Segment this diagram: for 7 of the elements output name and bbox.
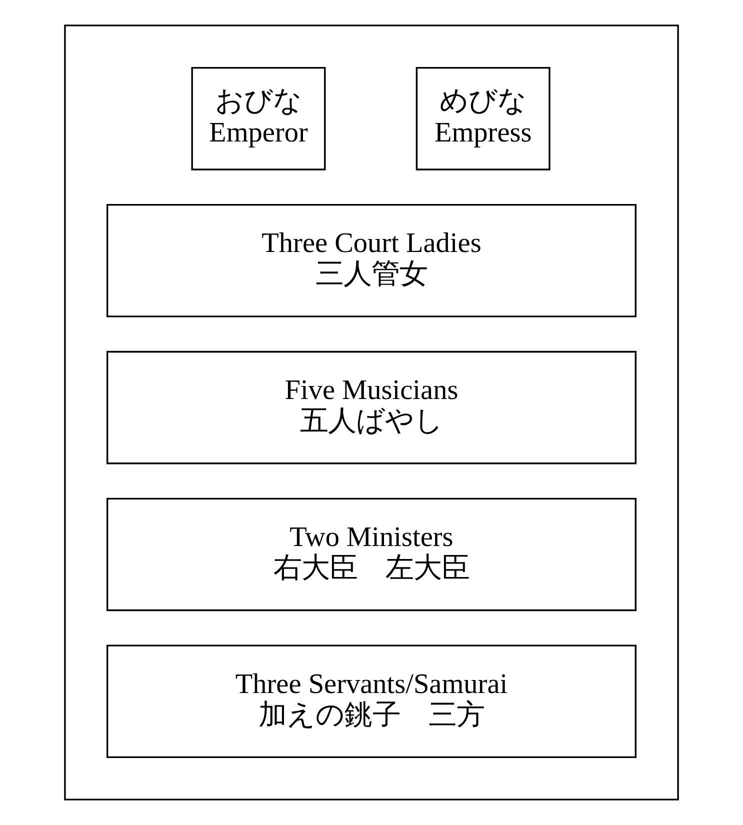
node-box: Three Servants/Samurai 加えの銚子 三方	[106, 644, 637, 758]
node-box: Five Musicians 五人ばやし	[106, 350, 637, 464]
node-box: おびな Emperor	[191, 66, 326, 170]
cluster	[64, 24, 679, 800]
node-box: めびな Empress	[416, 66, 550, 170]
node-box: Two Ministers 右大臣 左大臣	[106, 498, 637, 612]
node-box: Three Court Ladies 三人管女	[106, 204, 637, 318]
